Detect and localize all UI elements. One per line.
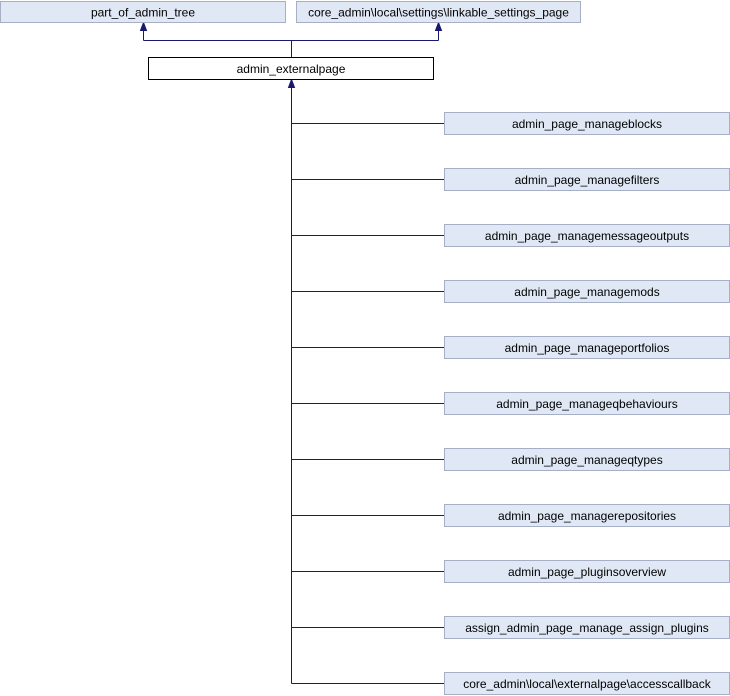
node-admin-page-manageqtypes[interactable]: admin_page_manageqtypes <box>444 448 730 471</box>
node-externalpage-accesscallback[interactable]: core_admin\local\externalpage\accesscall… <box>444 672 730 695</box>
node-label: admin_page_manageqtypes <box>511 453 662 467</box>
node-admin-page-managemessageoutputs[interactable]: admin_page_managemessageoutputs <box>444 224 730 247</box>
arrowhead-linkable-settings-page <box>434 21 443 31</box>
node-label: admin_page_managemessageoutputs <box>485 229 689 243</box>
node-label: admin_externalpage <box>237 62 346 76</box>
node-label: admin_page_managerepositories <box>498 509 676 523</box>
node-label: admin_page_manageportfolios <box>505 341 670 355</box>
node-label: admin_page_managefilters <box>515 173 660 187</box>
node-admin-page-manageqbehaviours[interactable]: admin_page_manageqbehaviours <box>444 392 730 415</box>
node-box <box>296 1 581 23</box>
node-label: admin_page_managemods <box>514 285 659 299</box>
node-admin-externalpage[interactable]: admin_externalpage <box>148 57 434 80</box>
node-box <box>148 57 434 80</box>
node-admin-page-pluginsoverview[interactable]: admin_page_pluginsoverview <box>444 560 730 583</box>
arrowhead-part-of-admin-tree <box>139 21 148 31</box>
node-admin-page-manageportfolios[interactable]: admin_page_manageportfolios <box>444 336 730 359</box>
node-label: admin_page_pluginsoverview <box>508 565 666 579</box>
node-label: admin_page_manageqbehaviours <box>496 397 677 411</box>
node-label: assign_admin_page_manage_assign_plugins <box>465 621 709 635</box>
node-box <box>0 1 286 23</box>
node-admin-page-managefilters[interactable]: admin_page_managefilters <box>444 168 730 191</box>
node-part-of-admin-tree[interactable]: part_of_admin_tree <box>0 1 286 23</box>
edge-focus-to-interfaces <box>143 30 439 58</box>
node-linkable-settings-page[interactable]: core_admin\local\settings\linkable_setti… <box>296 1 581 23</box>
node-admin-page-managerepositories[interactable]: admin_page_managerepositories <box>444 504 730 527</box>
node-assign-admin-page-manage-assign-plugins[interactable]: assign_admin_page_manage_assign_plugins <box>444 616 730 639</box>
node-label: admin_page_manageblocks <box>512 117 662 131</box>
edge-layer <box>139 21 445 684</box>
node-admin-page-managemods[interactable]: admin_page_managemods <box>444 280 730 303</box>
node-label: core_admin\local\settings\linkable_setti… <box>308 6 569 20</box>
node-label: core_admin\local\externalpage\accesscall… <box>463 677 711 691</box>
node-admin-page-manageblocks[interactable]: admin_page_manageblocks <box>444 112 730 135</box>
node-label: part_of_admin_tree <box>91 6 195 20</box>
arrowhead-admin-externalpage <box>287 78 296 88</box>
